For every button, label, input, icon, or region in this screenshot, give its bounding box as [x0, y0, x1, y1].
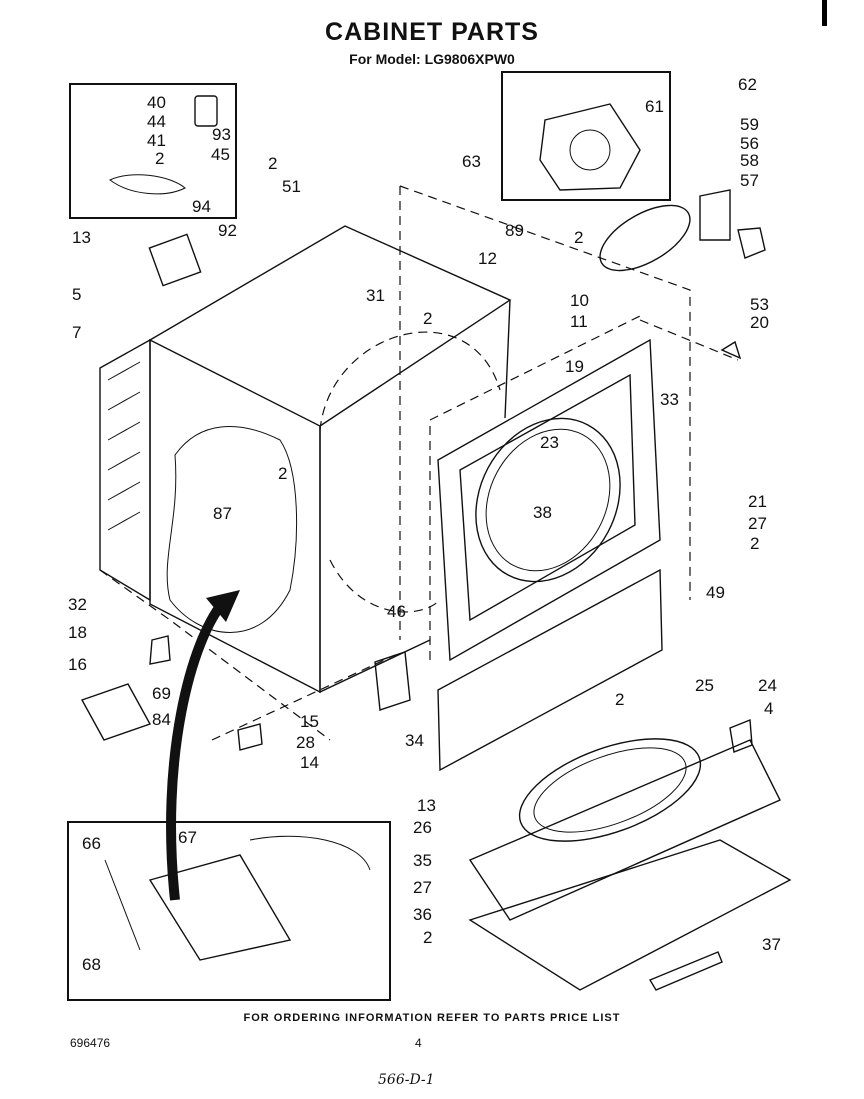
callout-13: 13 [72, 228, 91, 247]
callout-25: 25 [695, 676, 714, 695]
callout-62: 62 [738, 75, 757, 94]
gas-valve-assembly [104, 835, 371, 961]
callout-46: 46 [387, 602, 406, 621]
callout-10: 10 [570, 291, 589, 310]
callout-35: 35 [413, 851, 432, 870]
callout-27: 27 [413, 878, 432, 897]
callout-92: 92 [218, 221, 237, 240]
page-number: 4 [415, 1036, 422, 1050]
callout-27: 27 [748, 514, 767, 533]
callout-2: 2 [750, 534, 759, 553]
callout-61: 61 [645, 97, 664, 116]
callout-34: 34 [405, 731, 424, 750]
callout-24: 24 [758, 676, 777, 695]
cabinet-body [149, 225, 512, 694]
page-title: CABINET PARTS [325, 18, 539, 46]
drive-belt [599, 204, 691, 272]
callout-68: 68 [82, 955, 101, 974]
front-panel [437, 338, 661, 662]
callout-51: 51 [282, 177, 301, 196]
inset-arrowhead [206, 590, 240, 622]
model-subtitle: For Model: LG9806XPW0 [349, 51, 515, 67]
callout-41: 41 [147, 131, 166, 150]
drum-outline [319, 331, 501, 613]
lower-door-panel [437, 568, 663, 772]
callout-36: 36 [413, 905, 432, 924]
inset-arrow [166, 596, 229, 901]
callout-40: 40 [147, 93, 166, 112]
callout-26: 26 [413, 818, 432, 837]
callout-14: 14 [300, 753, 319, 772]
document-number: 696476 [70, 1036, 111, 1050]
assembly-guidelines [99, 185, 739, 741]
callout-4: 4 [764, 699, 773, 718]
callout-94: 94 [192, 197, 211, 216]
callout-2: 2 [615, 690, 624, 709]
gas-valve-inset-box [67, 821, 391, 1001]
callout-2: 2 [574, 228, 583, 247]
callout-58: 58 [740, 151, 759, 170]
callout-2: 2 [155, 149, 164, 168]
callout-7: 7 [72, 323, 81, 342]
motor-assembly [539, 103, 641, 191]
callout-53: 53 [750, 295, 769, 314]
callout-87: 87 [213, 504, 232, 523]
top-panel [468, 738, 781, 921]
callout-21: 21 [748, 492, 767, 511]
callout-13: 13 [417, 796, 436, 815]
callout-33: 33 [660, 390, 679, 409]
corner-mark [822, 0, 827, 26]
callout-2: 2 [423, 309, 432, 328]
callout-56: 56 [740, 134, 759, 153]
callout-63: 63 [462, 152, 481, 171]
callout-23: 23 [540, 433, 559, 452]
base-tray [468, 839, 792, 991]
callout-89: 89 [505, 221, 524, 240]
callout-45: 45 [211, 145, 230, 164]
ordering-instruction: FOR ORDERING INFORMATION REFER TO PARTS … [243, 1012, 621, 1024]
callout-67: 67 [178, 828, 197, 847]
callout-37: 37 [762, 935, 781, 954]
callout-38: 38 [533, 503, 552, 522]
callout-5: 5 [72, 285, 81, 304]
small-parts [80, 95, 766, 753]
handwritten-note: 566-D-1 [378, 1072, 435, 1088]
callout-69: 69 [152, 684, 171, 703]
callout-31: 31 [366, 286, 385, 305]
callout-15: 15 [300, 712, 319, 731]
callout-57: 57 [740, 171, 759, 190]
callout-2: 2 [278, 464, 287, 483]
callout-18: 18 [68, 623, 87, 642]
callout-19: 19 [565, 357, 584, 376]
callout-11: 11 [570, 312, 588, 331]
callout-12: 12 [478, 249, 497, 268]
callout-28: 28 [296, 733, 315, 752]
wire-harness-inset-box [69, 83, 237, 219]
callout-49: 49 [706, 583, 725, 602]
callout-66: 66 [82, 834, 101, 853]
callout-93: 93 [212, 125, 231, 144]
callout-16: 16 [68, 655, 87, 674]
callout-44: 44 [147, 112, 166, 131]
callout-20: 20 [750, 313, 769, 332]
callout-2: 2 [268, 154, 277, 173]
callout-32: 32 [68, 595, 87, 614]
motor-inset-box [501, 71, 671, 201]
callout-2: 2 [423, 928, 432, 947]
callout-84: 84 [152, 710, 171, 729]
callout-59: 59 [740, 115, 759, 134]
